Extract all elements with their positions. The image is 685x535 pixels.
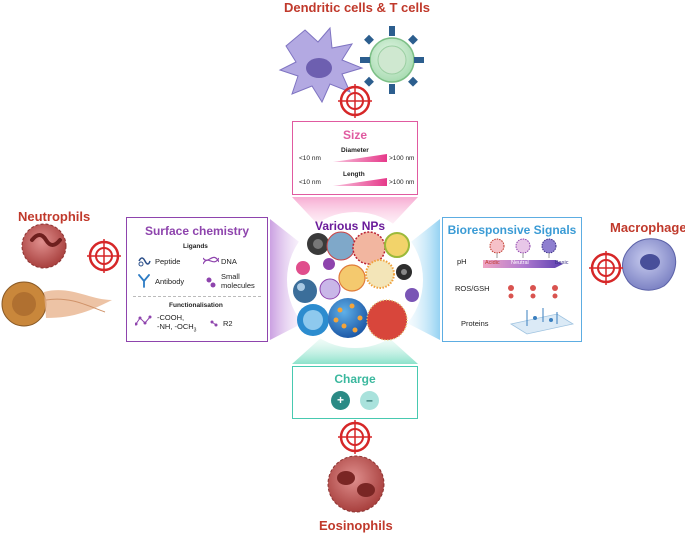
- label-dendritic-t-cells: Dendritic cells & T cells: [284, 0, 430, 15]
- nanoparticle-cluster: [287, 212, 423, 348]
- functional-groups-label-2: -NH, -OCH3: [157, 322, 196, 334]
- peptide-label: Peptide: [155, 257, 181, 266]
- functional-groups-label-1: -COOH,: [157, 313, 185, 322]
- bioresponsive-panel: Bioresponsive Signals pH Acidic Neutral …: [442, 217, 582, 342]
- r2-icon: [210, 320, 218, 327]
- t-cell-illustration: [360, 26, 424, 94]
- label-macrophages: Macrophages: [610, 220, 685, 235]
- ph-acidic: Acidic: [485, 260, 500, 266]
- ph-neutral: Neutral: [511, 260, 529, 266]
- dna-label: DNA: [221, 257, 237, 266]
- small-molecules-icon: [206, 277, 216, 288]
- size-panel: Size Diameter <10 nm >100 nm Length <10 …: [292, 121, 418, 195]
- proteins-label: Proteins: [461, 319, 489, 328]
- ph-basic: Basic: [555, 260, 569, 266]
- length-min: <10 nm: [299, 179, 321, 186]
- surface-chemistry-panel: Surface chemistry Ligands Peptide DNA An…: [126, 217, 268, 342]
- negative-charge-icon: –: [360, 391, 379, 410]
- diameter-min: <10 nm: [299, 155, 321, 162]
- diameter-label: Diameter: [341, 147, 369, 154]
- target-icon-top: [338, 84, 372, 118]
- bio-title: Bioresponsive Signals: [447, 223, 577, 237]
- proteins-illustration: [509, 308, 575, 335]
- charge-funnel: [292, 336, 418, 364]
- ph-particles: [489, 238, 557, 258]
- dna-icon: [203, 256, 219, 265]
- positive-charge-icon: +: [331, 391, 350, 410]
- charge-title: Charge: [334, 372, 376, 386]
- length-ramp: [333, 178, 387, 186]
- peptide-icon: [138, 257, 151, 267]
- neutrophil-illustration: [1, 223, 112, 327]
- length-label: Length: [343, 171, 365, 178]
- surface-title: Surface chemistry: [144, 224, 250, 238]
- target-icon-right: [589, 251, 623, 285]
- label-neutrophils: Neutrophils: [18, 209, 91, 224]
- ligands-label: Ligands: [183, 243, 208, 250]
- small-molecules-label-2: molecules: [221, 281, 255, 290]
- small-molecules-label-1: Small: [221, 272, 240, 281]
- antibody-icon: [138, 274, 150, 288]
- diameter-ramp: [333, 154, 387, 162]
- section-divider: [133, 296, 261, 297]
- diameter-max: >100 nm: [389, 155, 415, 162]
- r2-label: R2: [223, 319, 233, 328]
- eosinophil-illustration: [327, 455, 385, 513]
- size-title: Size: [342, 128, 367, 142]
- ros-gsh-label: ROS/GSH: [455, 284, 490, 293]
- functional-groups-subscript: 3: [193, 327, 197, 334]
- length-max: >100 nm: [389, 179, 415, 186]
- label-eosinophils: Eosinophils: [319, 518, 393, 533]
- functional-groups-formula: -NH, -OCH: [157, 322, 194, 331]
- macrophage-illustration: [622, 238, 677, 291]
- ph-scale-bar: [483, 260, 563, 268]
- functionalisation-label: Functionalisation: [169, 302, 223, 309]
- target-icon-bottom: [338, 420, 372, 454]
- dendritic-cell-illustration: [278, 26, 364, 104]
- center-title: Various NPs: [315, 219, 386, 233]
- ph-label: pH: [457, 257, 467, 266]
- charge-panel: Charge + –: [292, 366, 418, 419]
- ros-gsh-molecules: [508, 285, 558, 299]
- functional-groups-icon: [135, 315, 152, 326]
- target-icon-left: [87, 239, 121, 273]
- antibody-label: Antibody: [155, 277, 185, 286]
